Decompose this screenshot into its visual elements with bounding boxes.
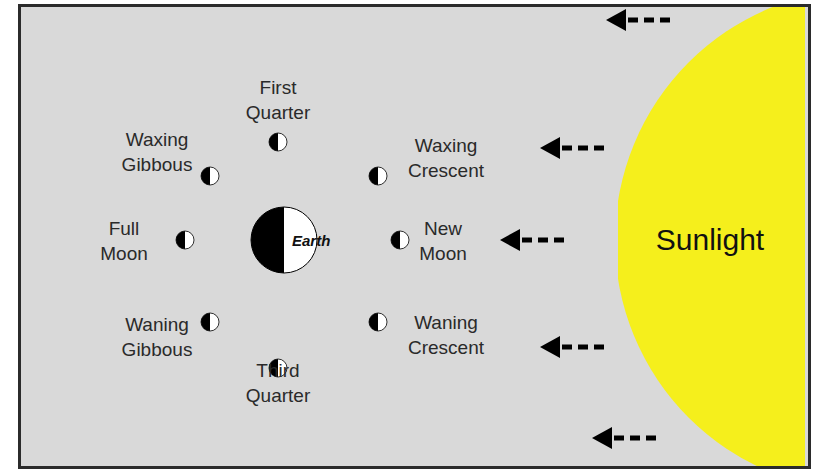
phase-label: Waning Crescent [408,310,484,360]
phase-label: Third Quarter [246,358,310,408]
phase-label: Waxing Crescent [408,133,484,183]
phase-label: First Quarter [246,75,310,125]
sunlight-region: Sunlight [618,7,805,466]
phase-label: Waning Gibbous [122,312,193,362]
sunlight-label: Sunlight [656,223,764,257]
earth-circle: Earth [250,206,318,274]
phase-label: New Moon [419,216,467,266]
phase-label: Waxing Gibbous [122,127,193,177]
earth-label: Earth [292,232,330,249]
phase-label: Full Moon [100,216,148,266]
